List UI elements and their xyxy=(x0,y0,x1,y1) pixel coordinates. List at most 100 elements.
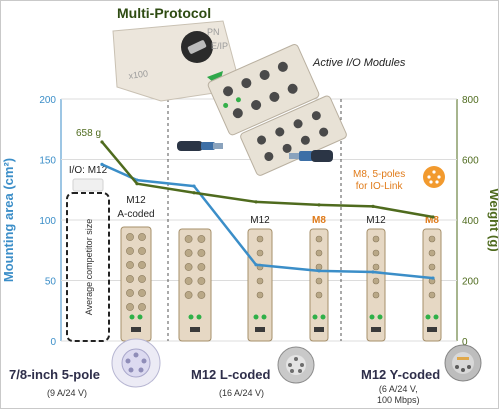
weight-point xyxy=(317,203,321,207)
status-led-icon xyxy=(369,314,375,320)
footer-mid: M12 L-coded xyxy=(191,366,270,384)
weight-point xyxy=(254,200,258,204)
left-axis-title: Mounting area (cm²) xyxy=(1,158,16,282)
connector-port-icon xyxy=(315,291,323,299)
m12-y-coded-connector-icon xyxy=(444,344,482,382)
weight-point xyxy=(192,191,196,195)
mounting-area-point xyxy=(254,263,258,267)
module-label-strip xyxy=(190,327,200,332)
connector-port-icon xyxy=(315,249,323,257)
connector-port-icon xyxy=(256,249,264,257)
left-tick-label: 0 xyxy=(50,337,56,348)
status-led-icon xyxy=(253,314,259,320)
weight-point xyxy=(371,204,375,208)
module-top-label: M12 xyxy=(126,195,146,206)
io-link-callout-line2: for IO-Link xyxy=(355,181,403,192)
status-led-icon xyxy=(425,314,431,320)
connector-port-icon xyxy=(197,263,206,271)
weight-point xyxy=(431,215,435,219)
connector-port-icon xyxy=(428,235,436,243)
competitor-connector-stub xyxy=(72,178,104,192)
right-axis-title: Weight (g) xyxy=(487,188,499,251)
module-label-strip xyxy=(314,327,324,332)
connector-port-icon xyxy=(256,291,264,299)
connector-port-icon xyxy=(372,291,380,299)
mounting-area-point xyxy=(100,162,104,166)
connector-port-icon xyxy=(256,277,264,285)
7-8-inch-connector-icon xyxy=(111,338,161,388)
connector-port-icon xyxy=(428,263,436,271)
series-layer: 658 g xyxy=(76,128,435,280)
connector-port-icon xyxy=(126,275,134,283)
connector-port-icon xyxy=(126,233,134,241)
module-top-label: M8 xyxy=(312,215,326,226)
footer-right: M12 Y-coded xyxy=(361,366,440,384)
connector-port-icon xyxy=(138,289,146,297)
connector-port-icon xyxy=(138,233,146,241)
module-top-label: I/O: M12 xyxy=(69,165,108,176)
connector-port-icon xyxy=(428,291,436,299)
footer-right-sub: (6 A/24 V, 100 Mbps) xyxy=(377,384,420,406)
connector-port-icon xyxy=(138,275,146,283)
io-module-bar xyxy=(422,228,442,342)
connector-port-icon xyxy=(372,263,380,271)
status-led-icon xyxy=(188,314,194,320)
status-led-icon xyxy=(433,314,439,320)
connector-port-icon xyxy=(184,235,193,243)
io-module-bar xyxy=(366,228,386,342)
io-module-bar xyxy=(120,226,152,342)
footer-left-sub: (9 A/24 V) xyxy=(47,388,88,398)
dial-label-pn: PN xyxy=(207,27,220,37)
io-module-bar xyxy=(247,228,273,342)
connector-port-icon xyxy=(184,263,193,271)
module-top-label: M12 xyxy=(250,215,270,226)
module-label-strip xyxy=(255,327,265,332)
connector-port-icon xyxy=(184,291,193,299)
status-led-icon xyxy=(320,314,326,320)
mounting-area-point xyxy=(431,276,435,280)
connector-port-icon xyxy=(126,303,134,311)
right-tick-label: 0 xyxy=(462,337,468,348)
connector-port-icon xyxy=(126,247,134,255)
connector-port-icon xyxy=(126,289,134,297)
connector-port-icon xyxy=(184,249,193,257)
connector-port-icon xyxy=(197,249,206,257)
module-label-strip xyxy=(131,327,141,332)
cable-connector-icon xyxy=(177,141,223,151)
connector-port-icon xyxy=(184,277,193,285)
module-label-strip xyxy=(371,327,381,332)
mounting-area-point xyxy=(371,270,375,274)
io-link-callout-line1: M8, 5-poles xyxy=(353,169,406,180)
modules-label: Active I/O Modules xyxy=(313,57,406,69)
module-top-label: M12 xyxy=(366,215,386,226)
status-led-icon xyxy=(196,314,202,320)
dial-label-x100: x100 xyxy=(128,68,149,81)
connector-port-icon xyxy=(256,235,264,243)
right-tick-label: 400 xyxy=(462,216,479,227)
module-label-strip xyxy=(427,327,437,332)
io-module-bar xyxy=(309,228,329,342)
connector-port-icon xyxy=(138,247,146,255)
footer-left-title: 7/8-inch 5-pole xyxy=(9,367,101,382)
io-module-photo-1 xyxy=(207,44,320,136)
product-illustration: PN E/IP x100 xyxy=(112,20,347,176)
header-title: Multi-Protocol xyxy=(117,5,212,21)
left-tick-label: 50 xyxy=(45,277,57,288)
left-tick-label: 200 xyxy=(39,95,56,106)
right-tick-label: 200 xyxy=(462,277,479,288)
mounting-area-point xyxy=(192,184,196,188)
footer-mid-sub: (16 A/24 V) xyxy=(219,388,265,398)
status-led-icon xyxy=(137,314,143,320)
connector-port-icon xyxy=(315,263,323,271)
connector-port-icon xyxy=(315,235,323,243)
status-led-icon xyxy=(129,314,135,320)
competitor-size-label: Average competitor size xyxy=(84,219,94,315)
connector-port-icon xyxy=(197,291,206,299)
status-led-icon xyxy=(261,314,267,320)
status-led-icon xyxy=(312,314,318,320)
connector-port-icon xyxy=(138,261,146,269)
module-sub-label: A-coded xyxy=(117,209,154,220)
footer-right-sub-line1: (6 A/24 V, xyxy=(378,384,418,394)
mounting-area-point xyxy=(317,269,321,273)
